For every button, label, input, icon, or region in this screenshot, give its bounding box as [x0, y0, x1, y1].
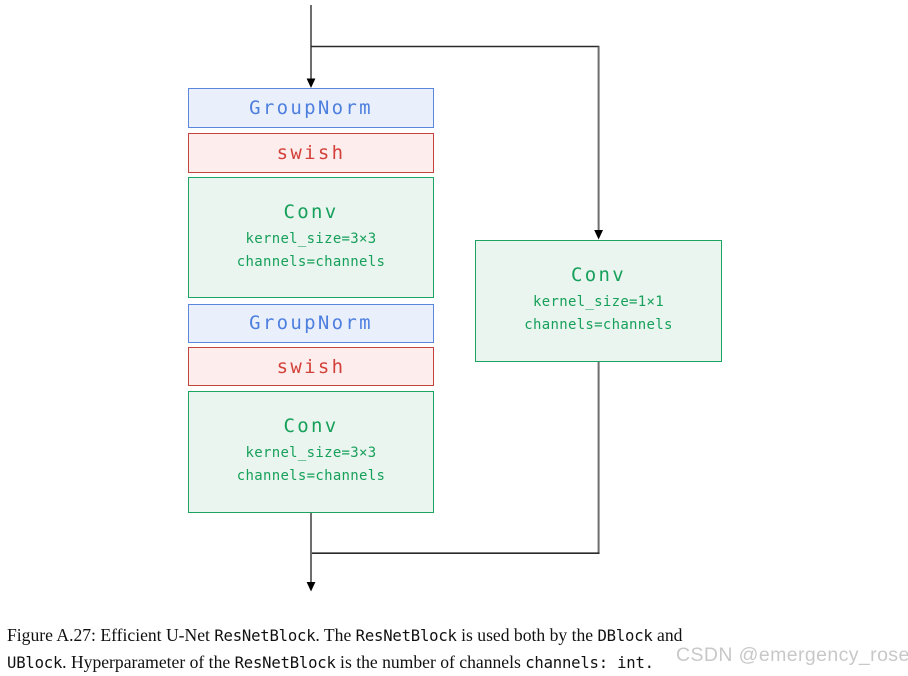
block-conv-1: Conv kernel_size=3×3 channels=channels: [188, 176, 434, 298]
caption-text-run: . The: [315, 625, 356, 645]
block-param-kernel-size: kernel_size=1×1: [533, 294, 664, 310]
caption-line-1: Figure A.27: Efficient U-Net ResNetBlock…: [7, 623, 905, 650]
block-swish-2: swish: [188, 347, 434, 386]
resnetblock-diagram: GroupNorm swish Conv kernel_size=3×3 cha…: [188, 5, 722, 592]
block-param-channels: channels=channels: [236, 468, 386, 484]
figure-caption: Figure A.27: Efficient U-Net ResNetBlock…: [7, 623, 905, 676]
arrow-down-icon: [594, 230, 603, 240]
block-param-kernel-size: kernel_size=3×3: [245, 230, 377, 247]
caption-code-run: ResNetBlock: [214, 627, 316, 645]
caption-code-run: UBlock: [7, 653, 63, 672]
arrow-down-icon: [306, 582, 316, 592]
block-param-kernel-size: kernel_size=3×3: [245, 445, 377, 461]
block-label: Conv: [283, 415, 339, 437]
caption-text-run: is used both by the: [456, 625, 598, 645]
caption-text-run: . Hyperparameter of the: [62, 651, 235, 672]
caption-text-run: and: [652, 625, 683, 645]
caption-code-run: DBlock: [597, 627, 653, 645]
block-label: GroupNorm: [249, 97, 373, 119]
block-groupnorm-2: GroupNorm: [188, 303, 434, 343]
caption-line-2: UBlock. Hyperparameter of the ResNetBloc…: [7, 650, 905, 676]
flow-connectors: [306, 5, 603, 592]
csdn-watermark: CSDN @emergency_rose: [676, 644, 908, 666]
block-swish-1: swish: [188, 132, 434, 173]
block-param-channels: channels=channels: [236, 253, 386, 270]
block-label: GroupNorm: [249, 312, 373, 335]
caption-code-run: channels: int.: [525, 653, 654, 672]
caption-code-run: ResNetBlock: [234, 653, 336, 672]
block-label: Conv: [283, 200, 339, 223]
block-skip-conv: Conv kernel_size=1×1 channels=channels: [475, 239, 722, 362]
block-conv-2: Conv kernel_size=3×3 channels=channels: [188, 390, 434, 513]
caption-text-run: Figure A.27: Efficient U-Net: [7, 625, 215, 645]
block-param-channels: channels=channels: [524, 317, 673, 333]
block-label: swish: [276, 141, 346, 164]
caption-code-run: ResNetBlock: [355, 627, 457, 645]
block-label: Conv: [571, 264, 626, 286]
arrow-down-icon: [306, 78, 316, 88]
block-label: swish: [276, 355, 346, 378]
block-groupnorm-1: GroupNorm: [188, 88, 434, 128]
caption-text-run: is the number of channels: [335, 651, 526, 672]
